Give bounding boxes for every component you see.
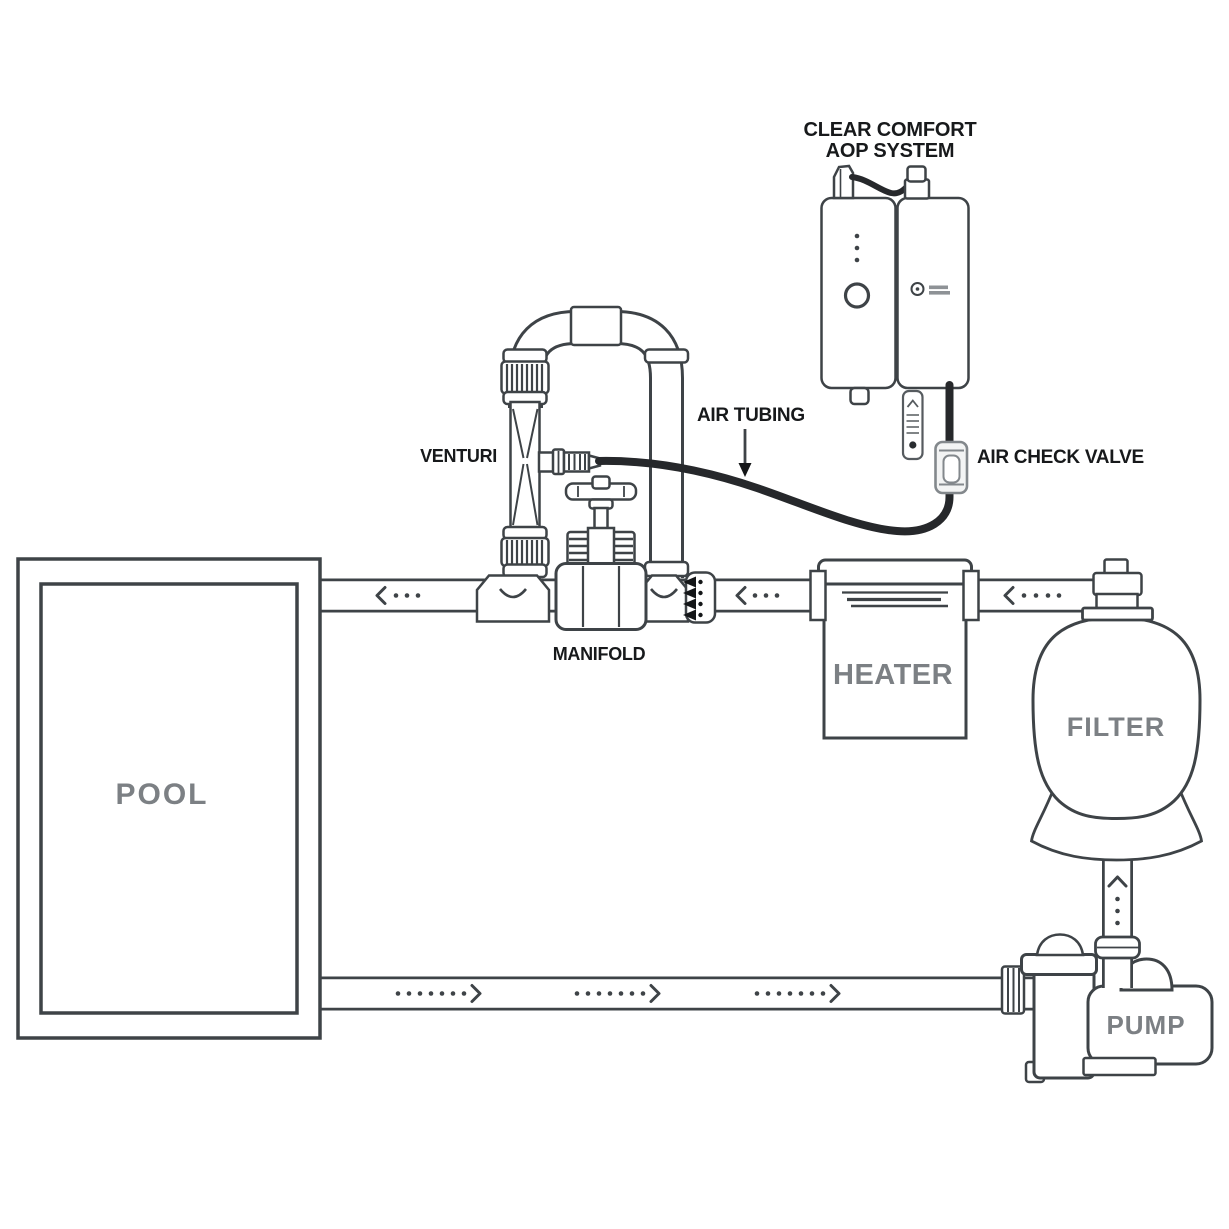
aop-title-line1: CLEAR COMFORT	[803, 119, 977, 141]
manifold-assembly	[475, 475, 717, 631]
air-check-valve-label: AIR CHECK VALVE	[977, 447, 1144, 468]
heater-body	[822, 576, 968, 740]
venturi-assembly	[500, 305, 690, 579]
status-led	[854, 257, 860, 263]
aop-left-unit	[820, 196, 897, 390]
air-tubing-label: AIR TUBING	[697, 405, 805, 426]
heater-label: HEATER	[833, 659, 954, 691]
aop-intake-fitting	[832, 164, 855, 200]
pump-unit	[1000, 933, 1214, 1084]
clear-comfort-logo-icon	[910, 282, 950, 296]
filter-label: FILTER	[1066, 712, 1166, 742]
flow-up-arrow	[1107, 875, 1128, 888]
aop-system-title: CLEAR COMFORT AOP SYSTEM	[780, 120, 1000, 162]
filter-unit	[1029, 558, 1204, 988]
manifold-left-tee	[475, 574, 551, 623]
air-check-valve-device	[934, 440, 969, 495]
flow-arrows-suction-line	[395, 984, 841, 1003]
flow-arrows-return-line	[375, 586, 1062, 605]
manifold-valve	[554, 475, 648, 631]
flow-left-arrows-coupling	[683, 576, 703, 621]
status-led	[854, 233, 860, 239]
pump-label: PUMP	[1106, 1010, 1186, 1040]
filter-valve-block	[1092, 571, 1143, 597]
flow-indicator-strip	[901, 389, 924, 461]
pool-outline	[16, 557, 322, 1040]
heater-unit	[809, 558, 980, 740]
air-tubing-pointer-arrow	[738, 429, 752, 477]
aop-bottom-port	[849, 386, 870, 406]
aop-system-device	[820, 164, 970, 461]
aop-title-line2: AOP SYSTEM	[825, 140, 955, 162]
manifold-label: MANIFOLD	[552, 644, 646, 664]
status-led	[854, 245, 860, 251]
aop-top-cable	[849, 174, 911, 197]
pool-label: POOL	[115, 778, 209, 811]
pipes	[320, 310, 1098, 1011]
air-tubing-line	[595, 381, 954, 536]
power-button-ring	[843, 282, 871, 309]
loop-top-sleeve	[569, 305, 623, 347]
valve-body	[554, 562, 648, 631]
strainer-lid-dome	[1035, 933, 1085, 957]
venturi-label: VENTURI	[420, 446, 497, 466]
